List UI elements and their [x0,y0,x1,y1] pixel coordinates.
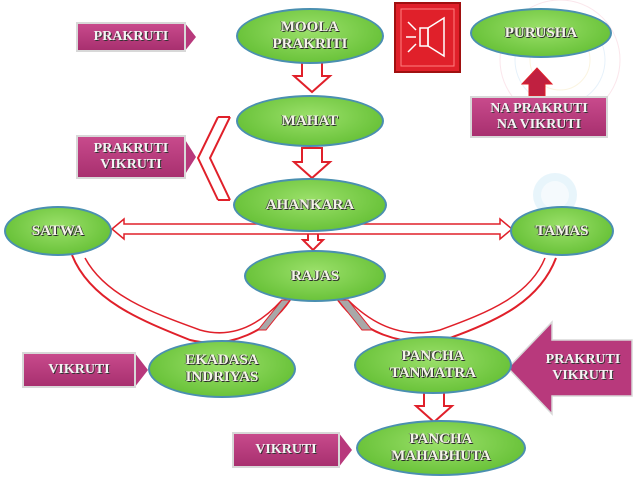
tag-vikruti-left: VIKRUTI [22,352,136,388]
tag-pointer-vikruti-bottom [338,432,352,468]
node-pancha-tanmatra: PANCHA TANMATRA [354,336,512,394]
node-ekadasa-indriyas: EKADASA INDRIYAS [148,340,296,398]
tag-prakruti-vikruti-right: PRAKRUTI VIKRUTI [545,352,621,383]
node-purusha: PURUSHA [470,8,612,58]
bracket-mahat [196,116,231,201]
node-rajas: RAJAS [244,250,386,302]
arrow-tanmatra-to-mahabhuta [413,391,455,424]
node-moola-prakriti: MOOLA PRAKRITI [236,8,384,64]
node-satwa: SATWA [4,206,112,256]
node-pancha-mahabhuta: PANCHA MAHABHUTA [356,420,526,476]
tag-prakruti-vikruti-left: PRAKRUTI VIKRUTI [76,135,186,179]
tag-na-prakruti-na-vikruti: NA PRAKRUTI NA VIKRUTI [470,96,608,138]
node-ahankara: AHANKARA [233,178,387,232]
node-tamas: TAMAS [510,206,614,256]
node-mahat: MAHAT [236,95,384,147]
tag-pointer-prakruti-top [184,22,196,52]
tag-vikruti-bottom: VIKRUTI [232,432,340,468]
tag-prakruti-top: PRAKRUTI [76,22,186,52]
arrow-moola-to-mahat [291,61,333,94]
tag-pointer-prakruti-vikruti-right [506,320,633,416]
speaker-icon[interactable] [394,2,461,73]
arrow-mahat-to-ahankara [291,147,333,180]
tag-pointer-vikruti-left [134,352,148,388]
tag-pointer-prakruti-vikruti-left [184,138,196,176]
arrow-up-to-purusha [520,67,554,97]
